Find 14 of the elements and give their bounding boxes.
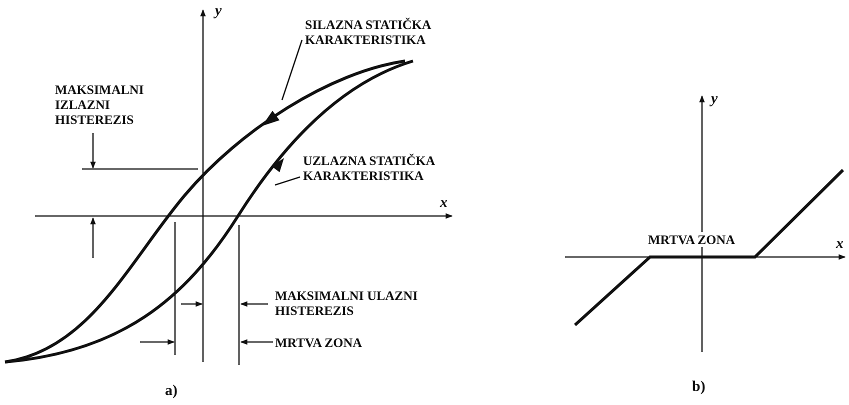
- callout-text: UZLAZNA STATIČKA KARAKTERISTIKA: [303, 153, 453, 183]
- leader-line: [281, 40, 303, 100]
- panel-label: b): [692, 380, 706, 395]
- annotation-label: MRTVA ZONA: [275, 335, 362, 350]
- annotation-label: MAKSIMALNI ULAZNI HISTEREZIS: [275, 288, 419, 318]
- panel-label: a): [165, 384, 178, 399]
- axis-label: x: [440, 196, 448, 211]
- axis-label: x: [836, 237, 844, 252]
- axis-label: y: [711, 92, 718, 107]
- annotation-label: MAKSIMALNI IZLAZNI HISTEREZIS: [55, 82, 145, 127]
- axis-label: y: [215, 4, 222, 19]
- leader-line: [274, 176, 300, 186]
- annotation-label: MRTVA ZONA: [648, 232, 736, 247]
- callout-text: SILAZNA STATIČKA KARAKTERISTIKA: [305, 17, 455, 47]
